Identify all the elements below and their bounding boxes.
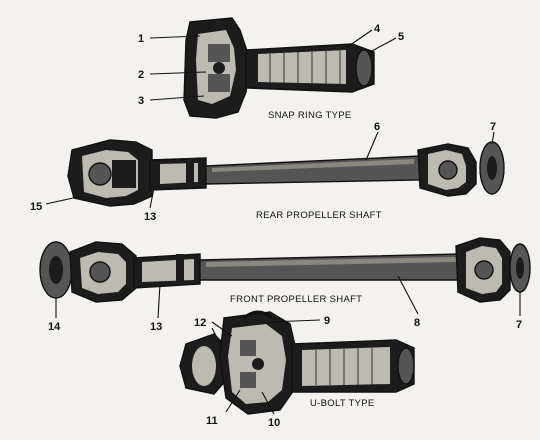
rear-propeller-shaft-drawing: [67, 139, 505, 207]
callout-1: 1: [138, 33, 144, 45]
caption-front-propeller-shaft: FRONT PROPELLER SHAFT: [230, 294, 362, 305]
callout-3: 3: [138, 95, 144, 107]
callout-8: 8: [414, 317, 420, 329]
callout-4: 4: [374, 23, 381, 35]
caption-snap-ring-type: SNAP RING TYPE: [268, 110, 352, 121]
callout-6: 6: [374, 121, 380, 133]
callout-13-rear: 13: [144, 211, 156, 223]
front-propeller-shaft-drawing: [39, 237, 531, 303]
callout-13-front: 13: [150, 321, 162, 333]
callout-5: 5: [398, 31, 404, 43]
callout-7-front: 7: [516, 319, 522, 331]
callout-11: 11: [206, 415, 218, 427]
caption-u-bolt-type: U-BOLT TYPE: [310, 398, 375, 409]
callout-14: 14: [48, 321, 61, 333]
caption-rear-propeller-shaft: REAR PROPELLER SHAFT: [256, 210, 382, 221]
callout-7-rear: 7: [490, 121, 496, 133]
callout-10: 10: [268, 417, 280, 429]
u-bolt-universal-joint: [179, 310, 415, 415]
callout-12: 12: [194, 317, 206, 329]
snap-ring-universal-joint: [183, 17, 375, 119]
callout-2: 2: [138, 69, 144, 81]
callout-15: 15: [30, 201, 42, 213]
callout-9: 9: [324, 315, 330, 327]
